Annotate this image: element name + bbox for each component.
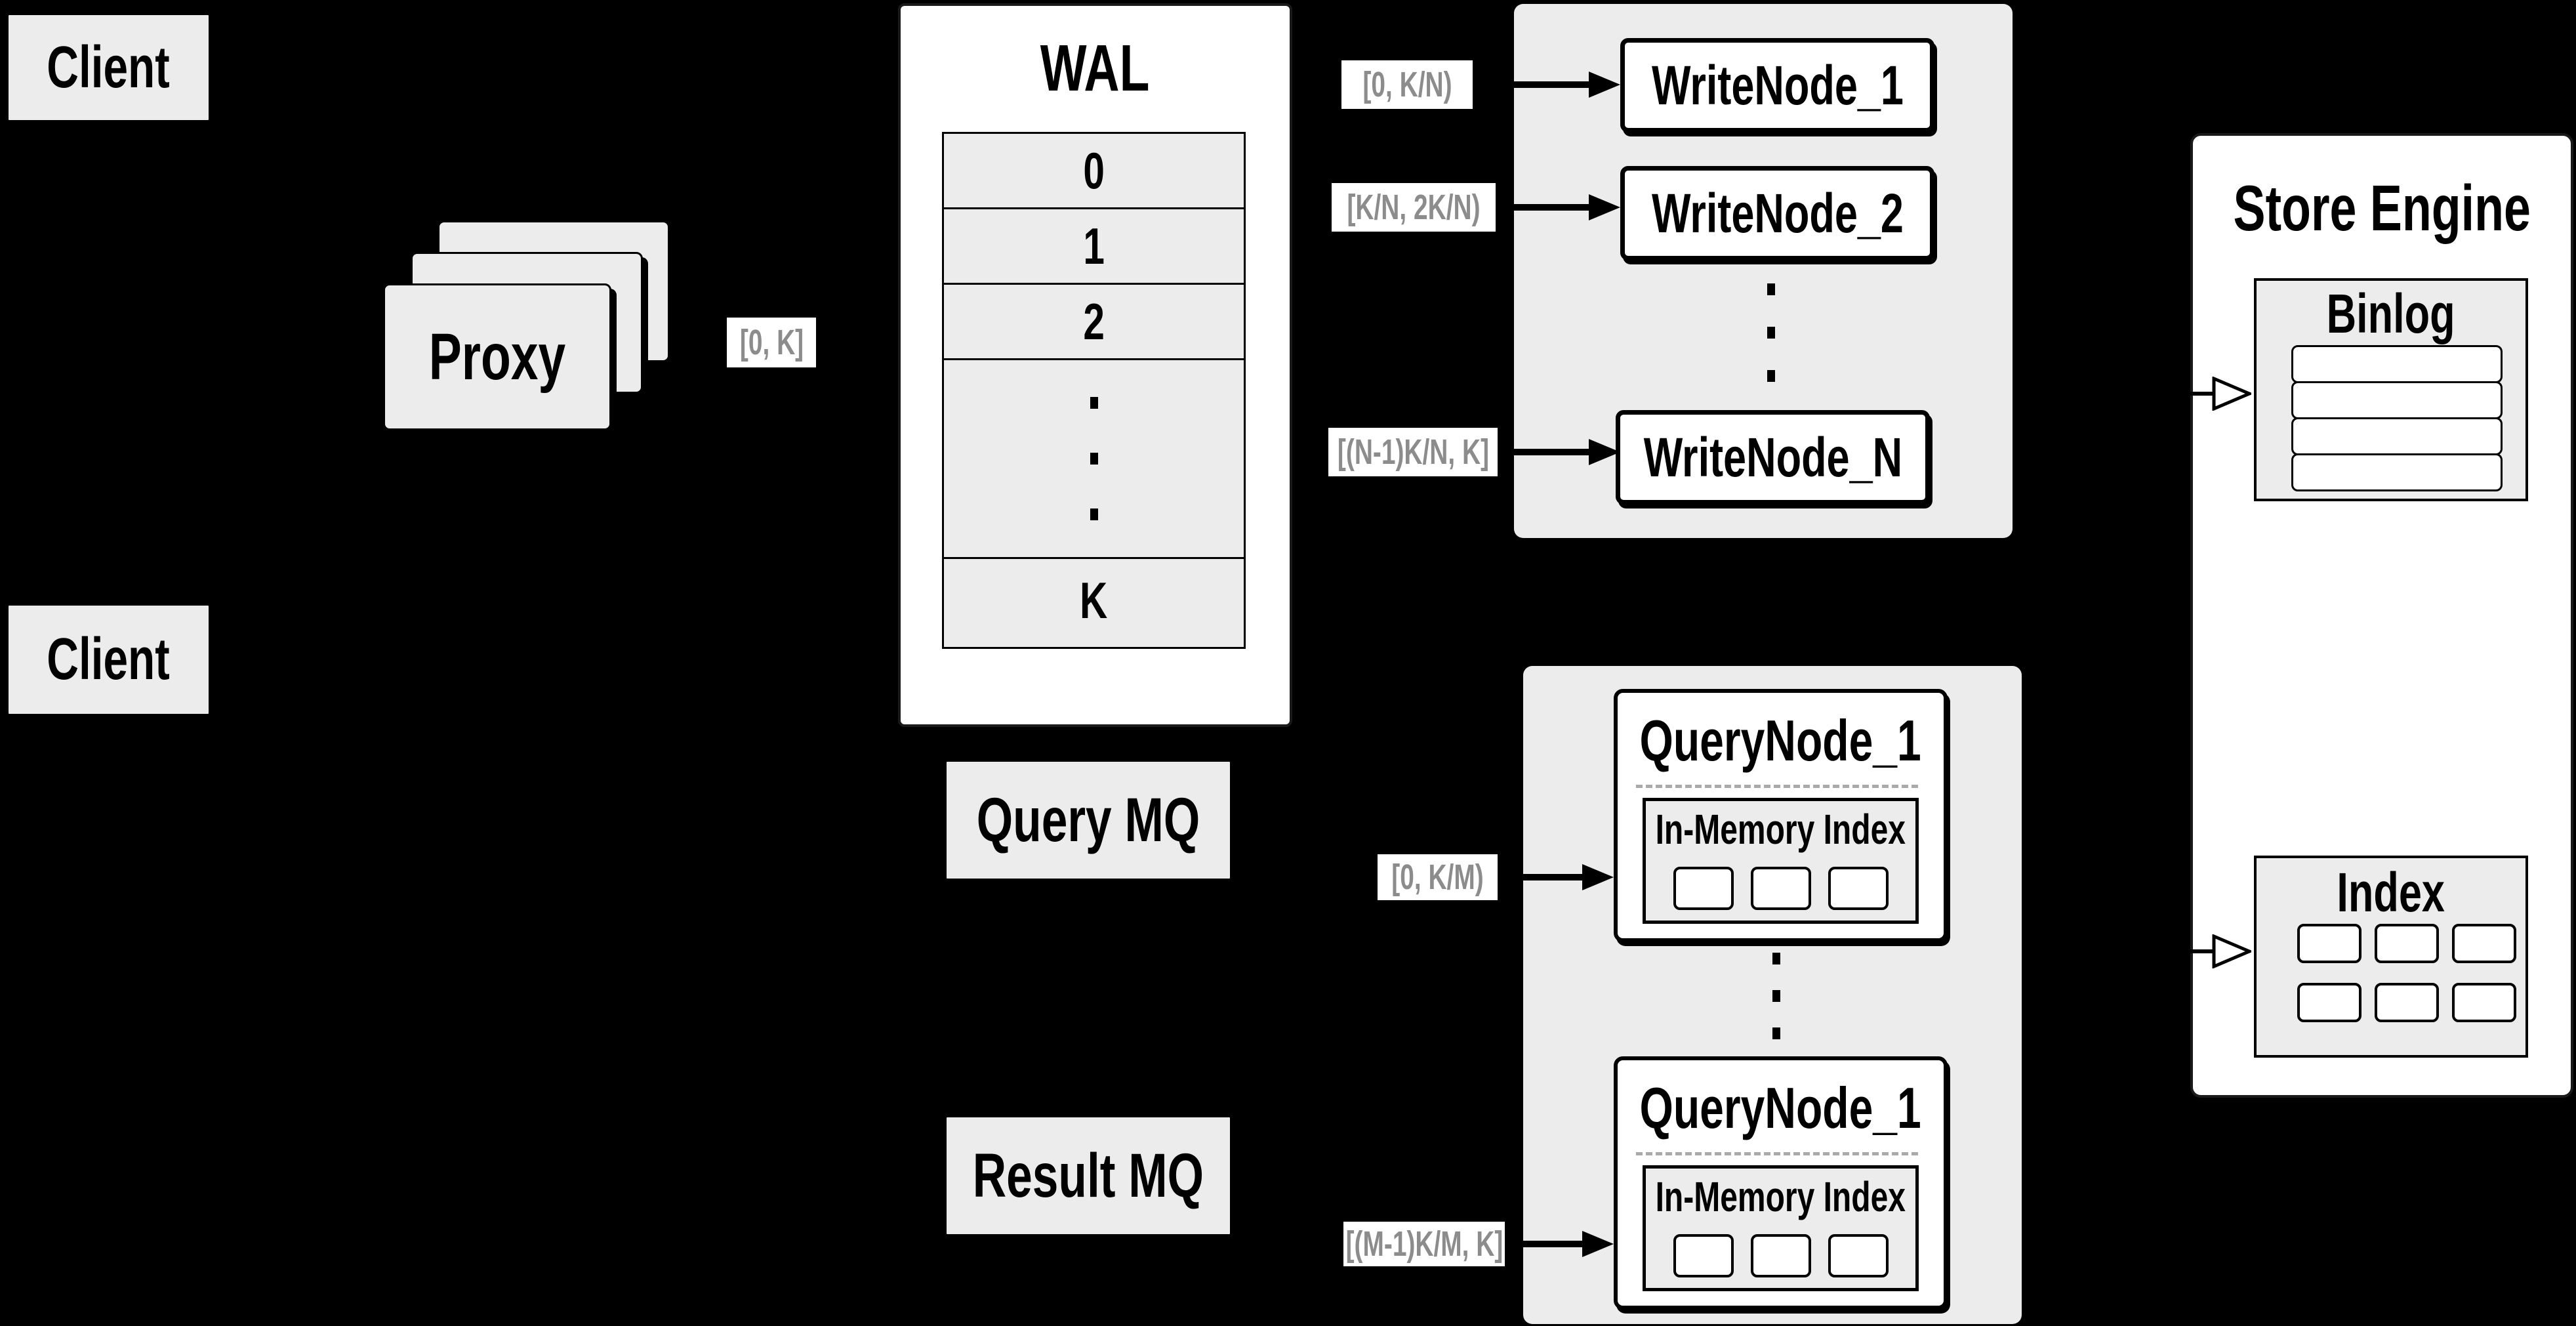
proxy-label: Proxy: [428, 320, 566, 394]
dashed-divider: [1636, 1152, 1918, 1155]
wal-title: WAL: [1040, 31, 1150, 105]
query-node-top-title: QueryNode_1: [1639, 708, 1922, 773]
wal-row-2: 2: [944, 285, 1244, 360]
arrow-to-binlog: [2099, 377, 2251, 411]
arrow-to-write-node-2: [1496, 192, 1620, 223]
segment-chip: [1751, 1234, 1811, 1277]
arrow-to-query-node-top: [1498, 861, 1614, 893]
range-label-write-n: [(N-1)K/N, K]: [1328, 428, 1498, 476]
result-mq-node: Result MQ: [945, 1115, 1232, 1236]
binlog-title: Binlog: [2327, 282, 2455, 344]
arrowhead-icon: [1589, 439, 1620, 465]
segment-chip: [1673, 1234, 1734, 1277]
query-mq-node: Query MQ: [945, 760, 1232, 881]
hollow-arrowhead-icon: [2212, 377, 2251, 411]
store-engine-panel: Store Engine Binlog Index: [2190, 133, 2573, 1098]
binlog-segment: [2291, 453, 2503, 491]
wal-row-ellipsis: [944, 360, 1244, 559]
in-memory-index-title: In-Memory Index: [1655, 806, 1906, 853]
segment-chip: [1828, 867, 1889, 910]
arrowhead-icon: [1582, 1231, 1614, 1257]
query-node-bottom: QueryNode_1 In-Memory Index: [1614, 1056, 1948, 1310]
wal-row-1: 1: [944, 209, 1244, 285]
binlog-segment: [2291, 381, 2503, 419]
range-label-query-m: [(M-1)K/M, K]: [1343, 1222, 1505, 1266]
range-label-query-1: [0, K/M): [1378, 854, 1498, 900]
store-engine-title: Store Engine: [2233, 171, 2531, 244]
write-node-n: WriteNode_N: [1616, 410, 1930, 505]
in-memory-index-box: In-Memory Index: [1643, 1165, 1919, 1291]
wal-panel: WAL 0 1 2 K: [898, 3, 1292, 727]
binlog-segment: [2291, 417, 2503, 455]
index-chip: [2452, 924, 2516, 963]
query-node-bottom-title: QueryNode_1: [1639, 1075, 1922, 1140]
range-label-write-1: [0, K/N): [1341, 60, 1473, 109]
arrow-to-index: [2099, 934, 2251, 968]
binlog-box: Binlog: [2254, 278, 2528, 501]
in-memory-index-box: In-Memory Index: [1643, 798, 1919, 924]
index-chip: [2375, 924, 2439, 963]
binlog-segment: [2291, 345, 2503, 383]
query-node-top: QueryNode_1 In-Memory Index: [1614, 689, 1948, 942]
client-bottom-node: Client: [7, 604, 211, 716]
range-label-write-2: [K/N, 2K/N): [1332, 183, 1496, 232]
index-chip: [2452, 983, 2516, 1022]
wal-row-0: 0: [944, 134, 1244, 209]
index-chip: [2297, 983, 2361, 1022]
segment-chip: [1751, 867, 1811, 910]
index-box: Index: [2254, 856, 2528, 1058]
dashed-divider: [1636, 785, 1918, 788]
segment-chip: [1828, 1234, 1889, 1277]
client-bottom-label: Client: [47, 627, 171, 692]
binlog-rows: [2291, 345, 2503, 491]
write-node-1: WriteNode_1: [1620, 38, 1934, 133]
wal-row-k: K: [1080, 571, 1108, 629]
client-top-node: Client: [7, 13, 211, 122]
arrow-to-write-node-1: [1473, 69, 1620, 100]
arrowhead-icon: [1582, 864, 1614, 890]
write-node-2: WriteNode_2: [1620, 166, 1934, 260]
segment-chip: [1673, 867, 1734, 910]
in-memory-index-title: In-Memory Index: [1655, 1173, 1906, 1220]
index-title: Index: [2337, 861, 2445, 923]
ellipsis-dots-icon: [1772, 953, 1780, 1039]
ellipsis-dots-icon: [1090, 397, 1098, 520]
index-chip: [2297, 924, 2361, 963]
arrow-to-query-node-bottom: [1505, 1228, 1614, 1260]
hollow-arrowhead-icon: [2212, 934, 2251, 968]
ellipsis-dots-icon: [1767, 283, 1775, 382]
arrow-to-write-node-n: [1498, 436, 1620, 468]
index-chip: [2375, 983, 2439, 1022]
arrowhead-icon: [1589, 194, 1620, 220]
arrowhead-icon: [1589, 72, 1620, 98]
proxy-node: Proxy: [383, 283, 611, 430]
range-label-proxy-to-wal: [0, K]: [727, 318, 816, 367]
wal-log-table: 0 1 2 K: [942, 132, 1246, 649]
client-top-label: Client: [47, 34, 171, 100]
